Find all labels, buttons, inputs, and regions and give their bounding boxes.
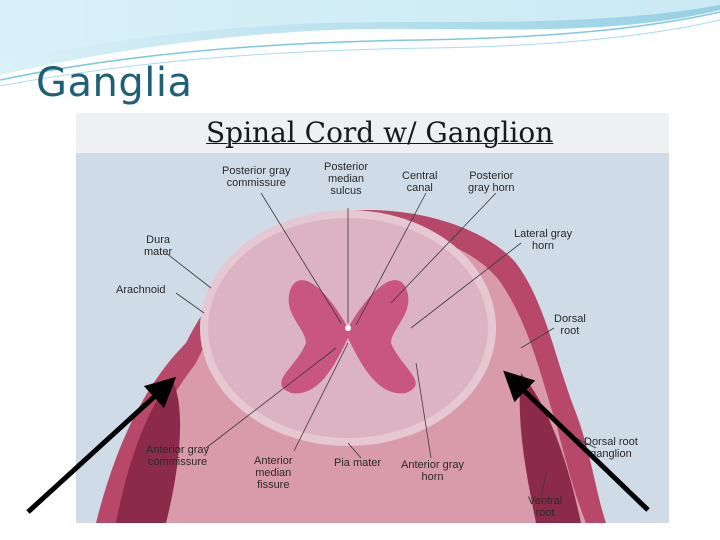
slide-title: Ganglia xyxy=(36,60,193,106)
figure-title: Spinal Cord w/ Ganglion xyxy=(206,116,554,149)
label-pia-mater: Pia mater xyxy=(334,457,382,469)
spinal-cord-illustration xyxy=(76,113,669,523)
label-arachnoid: Arachnoid xyxy=(116,284,166,296)
header-swoosh-decoration xyxy=(0,0,720,87)
